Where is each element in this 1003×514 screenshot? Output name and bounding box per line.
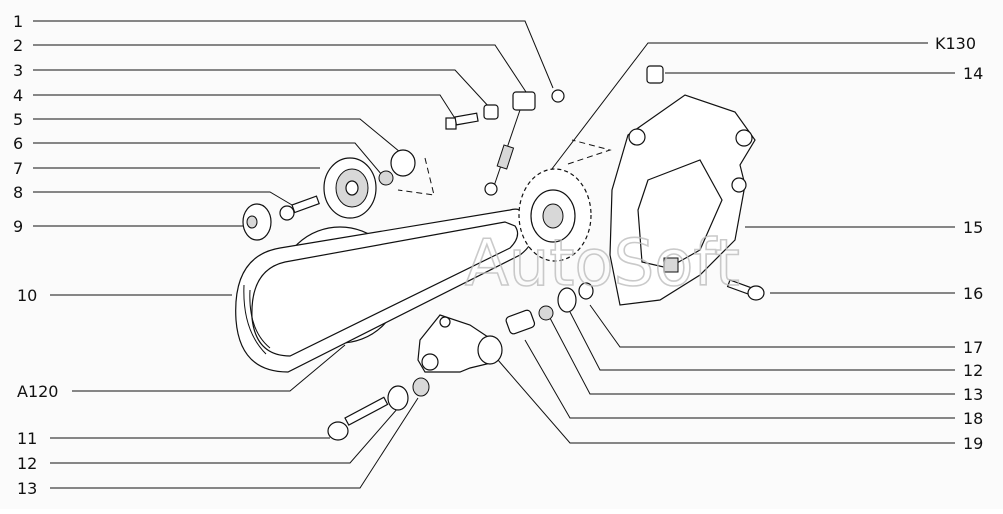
- callout-14: 14: [963, 64, 983, 83]
- callout-11: 11: [17, 429, 37, 448]
- right-callouts: K130 14 15 16 17 12 13 18 19: [935, 34, 983, 453]
- callout-1: 1: [13, 12, 23, 31]
- bolt-4: [445, 112, 479, 130]
- left-callouts: 1 2 3 4 5 6 7 8 9 10 A120 11 12 13: [13, 12, 58, 498]
- washer-12: [387, 385, 409, 411]
- sleeve-18: [505, 309, 536, 335]
- callout-5: 5: [13, 110, 23, 129]
- callout-12-right: 12: [963, 361, 983, 380]
- tensioner-damper: [484, 91, 536, 196]
- callout-9: 9: [13, 217, 23, 236]
- callout-18: 18: [963, 409, 983, 428]
- pulley-bolt: [378, 170, 394, 186]
- washer-12-right: [557, 287, 577, 313]
- nut-1: [551, 89, 565, 103]
- bolt-16: [726, 279, 765, 301]
- leader-lines-right: [497, 42, 955, 444]
- tensioner-arm: [417, 314, 503, 373]
- sleeve-3: [483, 104, 499, 120]
- callout-4: 4: [13, 86, 23, 105]
- callout-6: 6: [13, 134, 23, 153]
- callout-17: 17: [963, 338, 983, 357]
- callout-3: 3: [13, 61, 23, 80]
- bushing-13: [412, 377, 430, 397]
- callout-16: 16: [963, 284, 983, 303]
- callout-19: 19: [963, 434, 983, 453]
- callout-10: 10: [17, 286, 37, 305]
- tensioner-pulley: [323, 157, 377, 219]
- bracket-15: [609, 94, 756, 306]
- callout-2: 2: [13, 36, 23, 55]
- watermark-text: AutoSoft: [465, 227, 740, 301]
- pulley-cap: [242, 203, 272, 241]
- bolt-11: [327, 396, 389, 441]
- callout-13-right: 13: [963, 385, 983, 404]
- pulley-washer: [390, 149, 416, 177]
- washer-17: [578, 282, 594, 300]
- callout-8: 8: [13, 183, 23, 202]
- bushing-13-right: [538, 305, 554, 321]
- drive-belt: [235, 208, 534, 373]
- callout-a120: A120: [17, 382, 58, 401]
- leader-lines-left: [33, 20, 554, 489]
- callout-7: 7: [13, 159, 23, 178]
- callout-12: 12: [17, 454, 37, 473]
- spacer-14: [646, 65, 664, 84]
- alternator: [518, 168, 592, 262]
- callout-13: 13: [17, 479, 37, 498]
- bolt-8: [279, 195, 320, 221]
- callout-15: 15: [963, 218, 983, 237]
- callout-k130: K130: [935, 34, 976, 53]
